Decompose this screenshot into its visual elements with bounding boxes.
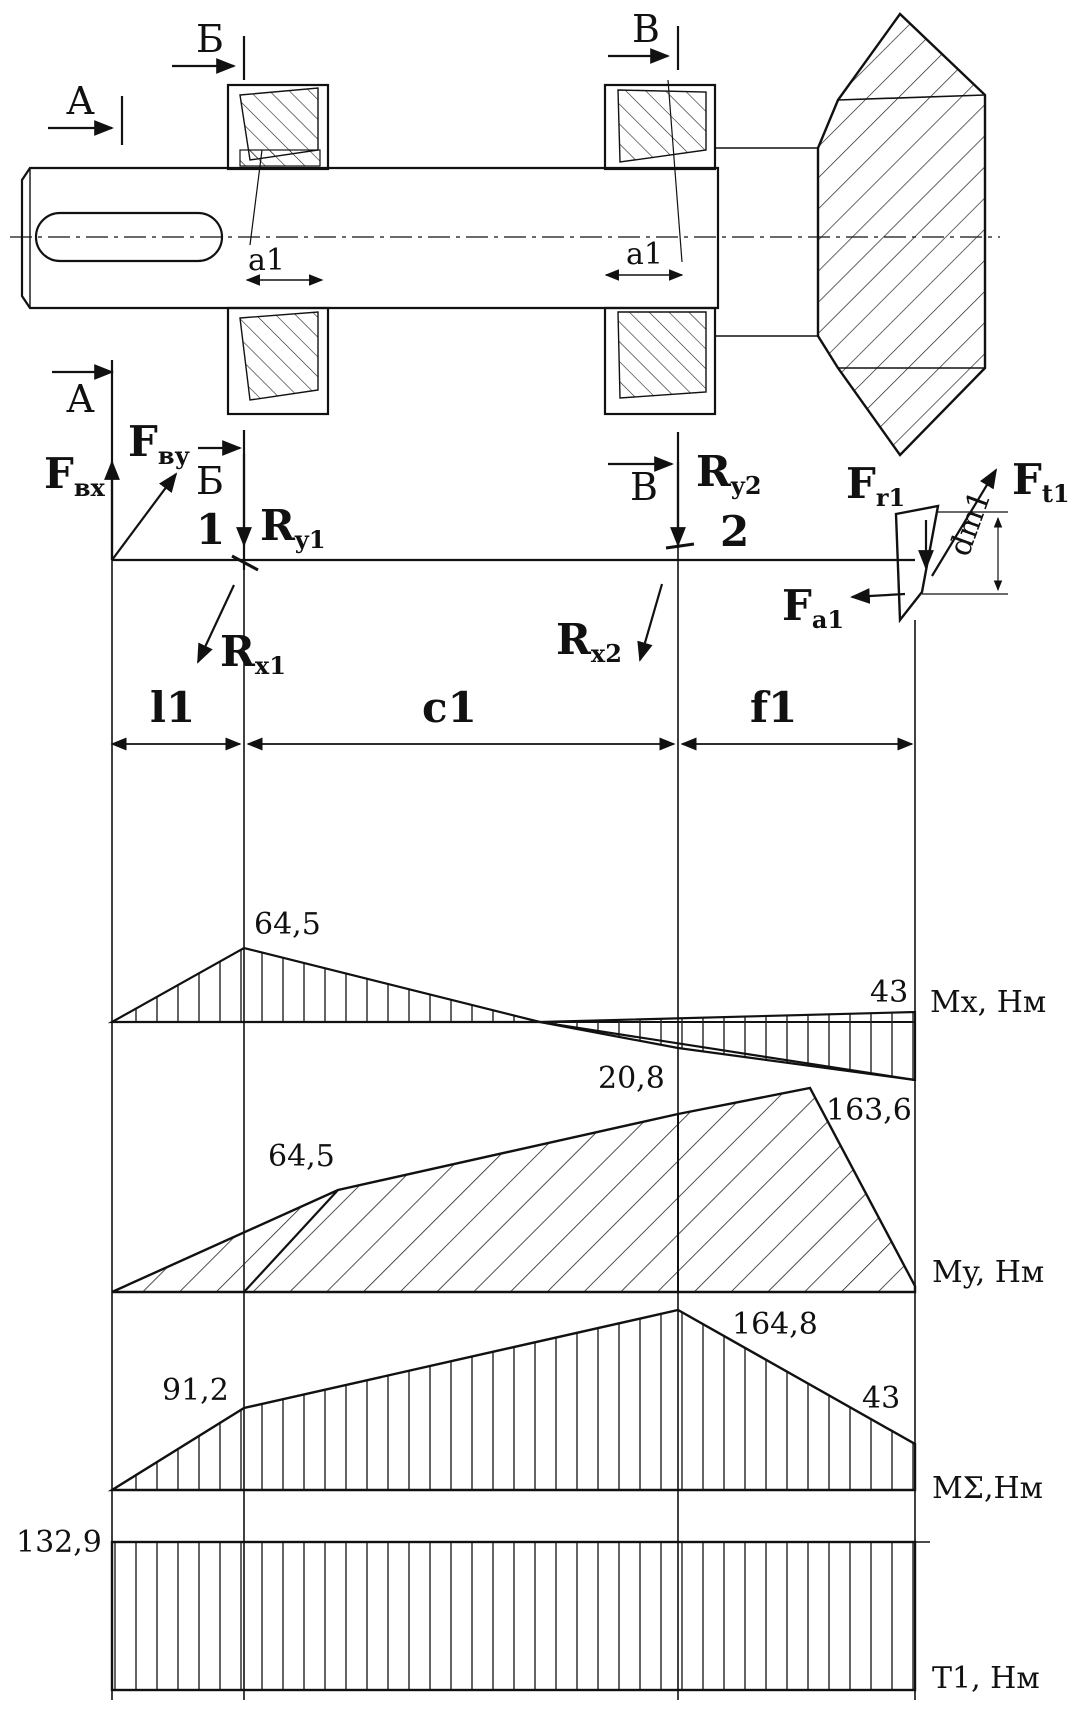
loading-scheme — [104, 454, 1008, 664]
section-label-b-bottom: Б — [196, 459, 224, 503]
section-label-v-top: В — [632, 7, 660, 51]
dim-l1: l1 — [150, 683, 195, 732]
section-label-b-top: Б — [196, 17, 224, 61]
reaction-rx1: Rx1 — [220, 627, 286, 680]
force-fvx: Fвх — [44, 449, 106, 502]
dim-a1-right: a1 — [626, 237, 663, 272]
t1-value: 132,9 — [16, 1525, 102, 1560]
msum-diagram — [107, 1308, 917, 1492]
msum-value-2: 164,8 — [732, 1307, 818, 1342]
dim-a1-left: a1 — [248, 243, 285, 278]
bearing-right-top — [603, 83, 717, 171]
force-fr1: Fr1 — [846, 459, 905, 512]
mx-value-3: 20,8 — [598, 1061, 665, 1096]
msum-value-3: 43 — [862, 1381, 900, 1416]
dim-dm1: dm1 — [943, 486, 999, 561]
my-value-1: 64,5 — [268, 1139, 335, 1174]
t1-unit-label: T1, Нм — [932, 1661, 1040, 1696]
force-ft1: Ft1 — [1012, 455, 1070, 508]
gear-pitch-triangle — [894, 504, 940, 624]
bearing-right-bottom — [603, 306, 717, 416]
dim-f1: f1 — [750, 683, 797, 732]
shaft-body — [20, 166, 720, 310]
dim-c1: c1 — [422, 683, 477, 732]
reaction-ry1: Ry1 — [260, 501, 326, 554]
t1-diagram — [110, 1540, 930, 1692]
mx-diagram — [107, 946, 917, 1082]
bearing-left-bottom — [226, 306, 330, 416]
mx-value-2: 43 — [870, 975, 908, 1010]
support-label-1: 1 — [196, 505, 225, 554]
bearing-left-top — [226, 83, 330, 171]
my-diagram — [111, 1086, 917, 1294]
section-label-a-bottom: А — [66, 377, 95, 421]
my-value-2: 163,6 — [826, 1093, 912, 1128]
msum-value-1: 91,2 — [162, 1373, 229, 1408]
reference-lines — [111, 548, 916, 1700]
mx-value-1: 64,5 — [254, 907, 321, 942]
msum-unit-label: MΣ,Нм — [932, 1471, 1043, 1506]
bevel-gear — [816, 12, 987, 457]
reaction-ry2: Ry2 — [696, 447, 762, 500]
my-unit-label: My, Нм — [932, 1255, 1044, 1290]
support-label-2: 2 — [720, 507, 749, 556]
section-markers — [48, 26, 680, 570]
force-fa1: Fa1 — [782, 581, 844, 634]
section-label-a-top: А — [66, 79, 95, 123]
reaction-rx2: Rx2 — [556, 615, 622, 668]
section-label-v-bottom: В — [630, 465, 658, 509]
a1-dimensions — [245, 269, 684, 286]
key-slot — [34, 211, 224, 263]
mx-unit-label: Mx, Нм — [930, 985, 1046, 1020]
force-fvy: Fву — [128, 417, 191, 470]
shaft-assembly — [10, 12, 1000, 457]
